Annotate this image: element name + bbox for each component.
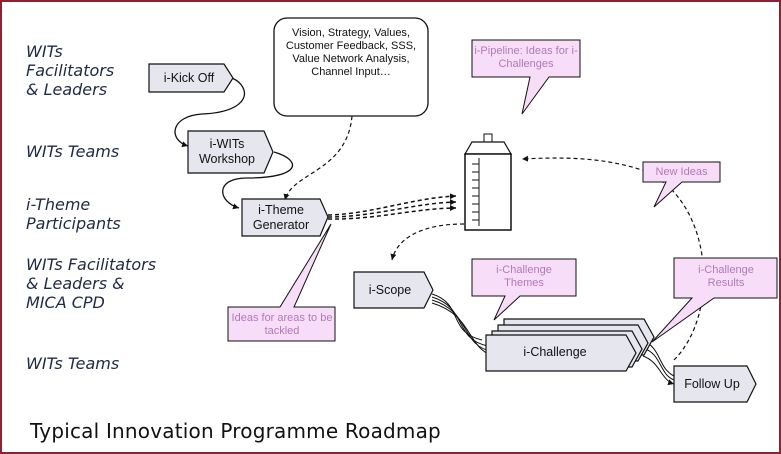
step-kickoff: i-Kick Off <box>163 71 215 85</box>
role-label-facilitators: WITs Facilitators & Leaders <box>26 42 115 99</box>
step-workshop: i-WITs Workshop <box>198 137 256 166</box>
inputs-bubble: Vision, Strategy, Values, Customer Feedb… <box>285 27 417 78</box>
callout-ideas-areas: Ideas for areas to be tackled <box>231 312 333 337</box>
pipeline-callout-shape <box>471 39 581 115</box>
workshop-shape <box>187 130 274 174</box>
new-ideas-callout-shape <box>642 161 721 208</box>
callout-new-ideas: New Ideas <box>655 166 708 178</box>
ideas-areas-callout-shape <box>227 223 336 342</box>
role-label-participants: i-Theme Participants <box>26 195 121 233</box>
followup-shape <box>673 365 757 403</box>
kickoff-shape <box>148 63 234 93</box>
step-challenge: i-Challenge <box>523 345 587 359</box>
generator-shape <box>241 198 329 237</box>
step-followup: Follow Up <box>684 377 740 391</box>
role-label-facilitators-mica: WITs Facilitators & Leaders & MICA CPD <box>26 255 157 312</box>
themes-callout-shape <box>471 258 577 321</box>
inputs-bubble-shape <box>273 17 429 117</box>
connector-results-pipeline <box>521 155 705 361</box>
step-scope: i-Scope <box>368 283 412 297</box>
connector-pipeline-scope <box>390 223 465 261</box>
callout-pipeline: i-Pipeline: Ideas for i-Challenges <box>474 45 578 70</box>
step-generator: i-Theme Generator <box>252 203 310 232</box>
diagram-title: Typical Innovation Programme Roadmap <box>30 419 441 443</box>
connector-inputs-generator <box>283 115 353 201</box>
challenge-shape <box>485 334 637 372</box>
connector-kickoff-workshop <box>174 77 246 148</box>
connector-workshop-generator <box>222 151 293 210</box>
role-label-teams-2: WITs Teams <box>26 354 120 373</box>
callout-challenge-themes: i-Challenge Themes <box>496 264 552 289</box>
pipeline-tower <box>463 133 513 231</box>
scope-shape <box>353 271 434 309</box>
role-label-teams: WITs Teams <box>26 142 120 161</box>
results-callout-shape <box>651 257 778 343</box>
callout-challenge-results: i-Challenge Results <box>698 264 754 289</box>
